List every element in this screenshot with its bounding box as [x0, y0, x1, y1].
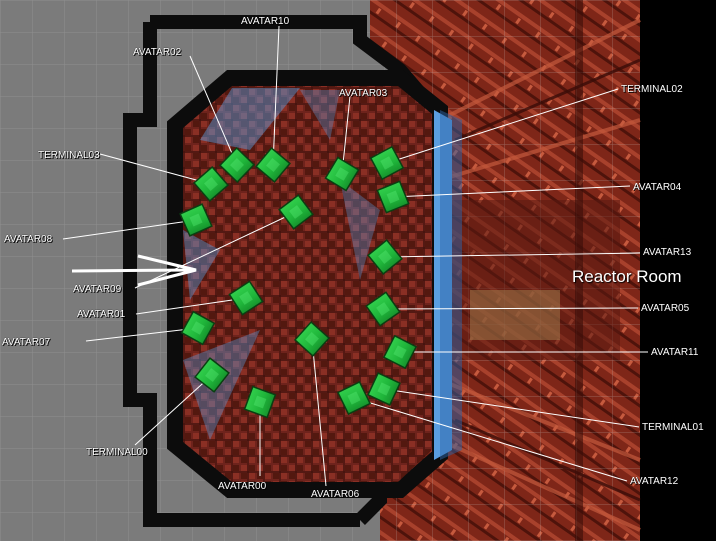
marker-label-terminal02: TERMINAL02: [621, 84, 683, 96]
marker-label-avatar01: AVATAR01: [77, 309, 125, 321]
marker-label-avatar11: AVATAR11: [651, 347, 698, 359]
marker-label-avatar06: AVATAR06: [311, 489, 359, 501]
marker-label-avatar03: AVATAR03: [339, 88, 387, 100]
marker-label-terminal00: TERMINAL00: [86, 447, 148, 459]
marker-label-avatar13: AVATAR13: [643, 247, 691, 259]
marker-label-avatar02: AVATAR02: [133, 47, 181, 59]
marker-label-avatar00: AVATAR00: [218, 481, 266, 493]
marker-label-avatar04: AVATAR04: [633, 182, 681, 194]
marker-label-avatar09: AVATAR09: [73, 284, 121, 296]
marker-label-terminal03: TERMINAL03: [38, 150, 100, 162]
marker-label-avatar12: AVATAR12: [630, 476, 678, 488]
room-floor: [183, 86, 432, 482]
marker-label-avatar08: AVATAR08: [4, 234, 52, 246]
room-label: Reactor Room: [572, 267, 682, 287]
marker-label-avatar07: AVATAR07: [2, 337, 50, 349]
marker-label-terminal01: TERMINAL01: [642, 422, 704, 434]
marker-label-avatar05: AVATAR05: [641, 303, 689, 315]
marker-label-avatar10: AVATAR10: [241, 16, 289, 28]
